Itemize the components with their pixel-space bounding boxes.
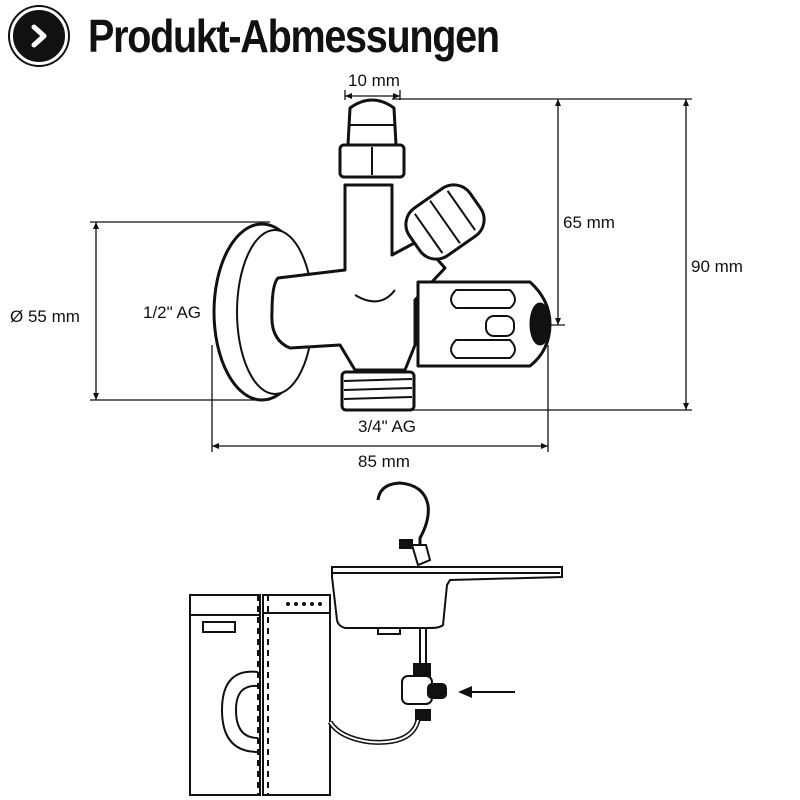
total-width-label: 85 mm [358,452,410,471]
total-height-label: 90 mm [691,257,743,276]
chevron-right-icon [10,7,68,65]
valve-location-icon [401,663,447,721]
pointer-arrow-icon [458,686,515,698]
flange-diameter-label: Ø 55 mm [10,307,80,326]
faucet-icon [376,481,430,565]
page-title: Produkt-Abmessungen [88,10,500,62]
dishwasher-icon [262,594,331,796]
sink-icon [331,566,563,629]
installation-scene [189,481,563,796]
upper-height-label: 65 mm [563,213,615,232]
dimension-arrows [93,93,689,449]
outlet-thread-label: 3/4" AG [358,417,416,436]
inlet-thread-label: 1/2" AG [143,303,201,322]
page-header: Produkt-Abmessungen [10,6,566,66]
valve-illustration [212,98,552,412]
top-width-label: 10 mm [348,71,400,90]
